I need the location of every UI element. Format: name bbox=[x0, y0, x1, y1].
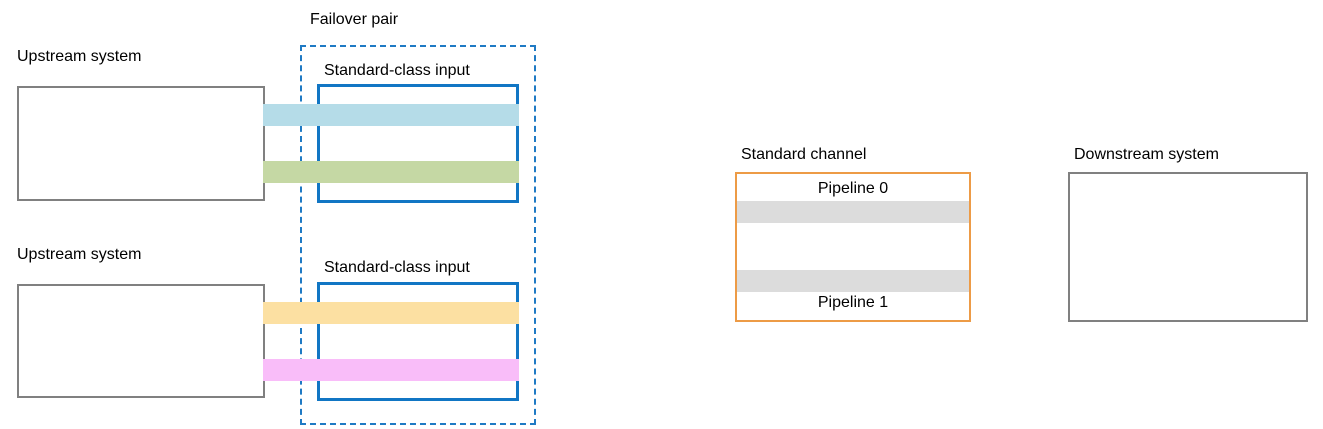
upstream-system-1-box bbox=[17, 86, 265, 201]
channel-band-1 bbox=[737, 270, 969, 292]
flow-band-blue bbox=[263, 104, 519, 126]
downstream-system-box bbox=[1068, 172, 1308, 322]
channel-band-0 bbox=[737, 201, 969, 223]
pipeline-1-label: Pipeline 1 bbox=[817, 294, 889, 311]
flow-band-yellow bbox=[263, 302, 519, 324]
standard-class-input-1-box bbox=[317, 84, 519, 203]
standard-class-input-2-label: Standard-class input bbox=[324, 259, 470, 276]
standard-class-input-2-box bbox=[317, 282, 519, 401]
pipeline-0-label: Pipeline 0 bbox=[817, 180, 889, 197]
flow-band-pink bbox=[263, 359, 519, 381]
standard-class-input-1-label: Standard-class input bbox=[324, 62, 470, 79]
failover-pair-title: Failover pair bbox=[310, 11, 399, 28]
standard-channel-box: Pipeline 0 Pipeline 1 bbox=[735, 172, 971, 322]
downstream-system-label: Downstream system bbox=[1074, 146, 1219, 163]
standard-channel-label: Standard channel bbox=[741, 146, 867, 163]
upstream-system-1-label: Upstream system bbox=[17, 48, 142, 65]
upstream-system-2-label: Upstream system bbox=[17, 246, 142, 263]
failover-pair-container bbox=[300, 45, 536, 425]
flow-band-green bbox=[263, 161, 519, 183]
upstream-system-2-box bbox=[17, 284, 265, 398]
